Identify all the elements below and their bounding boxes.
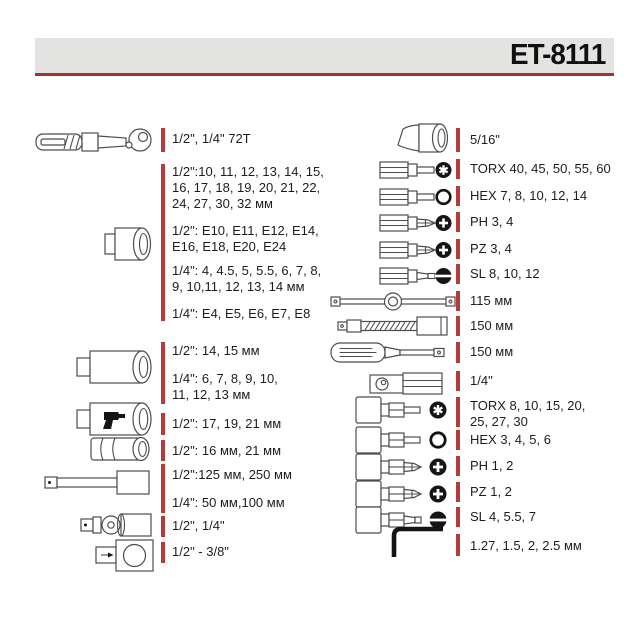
red-tick (456, 482, 460, 502)
spec-label: 1/2":125 мм, 250 мм (172, 467, 292, 482)
socket-image (104, 225, 154, 263)
red-tick (456, 534, 460, 556)
torx-icon (435, 162, 452, 178)
red-tick (161, 164, 165, 321)
spec-label: 1/2": 14, 15 мм (172, 343, 260, 358)
spec-label: PZ 3, 4 (470, 241, 512, 256)
slotted-bit-image (378, 263, 454, 289)
hex-bit-socket-image (354, 425, 450, 455)
hex-icon (435, 188, 452, 206)
pozidriv-icon (435, 242, 452, 258)
phillips-icon (429, 458, 447, 476)
red-tick (456, 507, 460, 527)
spec-label: 115 мм (470, 293, 513, 308)
red-tick (456, 371, 460, 391)
drill-icon (103, 412, 125, 429)
spec-label: SL 8, 10, 12 (470, 266, 540, 281)
socket-adapter-image (94, 537, 156, 574)
spec-label: TORX 40, 45, 50, 55, 60 (470, 161, 611, 176)
hex-key-image (387, 523, 447, 559)
spec-label: 1/4": 4, 4.5, 5, 5.5, 6, 7, 8, 9, 10,11,… (172, 263, 322, 294)
red-tick (456, 264, 460, 284)
spec-label: 1/4": 6, 7, 8, 9, 10, 11, 12, 13 мм (172, 371, 278, 402)
pozidriv-bit-socket-image (354, 479, 450, 509)
red-tick (456, 430, 460, 450)
red-tick (161, 542, 165, 563)
pozidriv-bit-image (378, 237, 454, 263)
slotted-icon (435, 268, 452, 284)
spec-label: 1/2":10, 11, 12, 13, 14, 15, 16, 17, 18,… (172, 164, 324, 211)
spec-label: 1/2": 16 мм, 21 мм (172, 443, 282, 458)
red-tick (456, 291, 460, 311)
red-tick (161, 342, 165, 404)
hex-icon (429, 431, 447, 449)
spec-label: HEX 7, 8, 10, 12, 14 (470, 188, 588, 203)
red-tick (161, 128, 165, 152)
slotted-icon (429, 511, 447, 529)
spec-label: SL 4, 5.5, 7 (470, 509, 537, 524)
hex-socket-image (90, 433, 156, 465)
red-tick (456, 397, 460, 427)
spec-label: TORX 8, 10, 15, 20, 25, 27, 30 (470, 398, 586, 429)
red-tick (456, 159, 460, 179)
red-tick (456, 342, 460, 363)
red-tick (456, 186, 460, 206)
spec-label: 150 мм (470, 344, 514, 359)
red-tick (161, 440, 165, 461)
red-tick (456, 212, 460, 232)
spec-label: PZ 1, 2 (470, 484, 512, 499)
red-tick (456, 239, 460, 259)
phillips-bit-socket-image (354, 452, 450, 482)
spec-label: PH 3, 4 (470, 214, 514, 229)
spec-label: 1/4": E4, E5, E6, E7, E8 (172, 306, 311, 321)
spec-label: 5/16" (470, 132, 500, 147)
torx-bit-socket-image (354, 395, 450, 425)
spec-label: 1/4": 50 мм,100 мм (172, 495, 285, 510)
phillips-icon (435, 215, 452, 231)
sliding-t-bar-image (330, 290, 456, 314)
spark-plug-socket-image (395, 121, 453, 155)
deep-socket-image (76, 347, 156, 387)
red-tick (456, 316, 460, 336)
spec-label: PH 1, 2 (470, 458, 514, 473)
spec-label: 1/2": E10, E11, E12, E14, E16, E18, E20,… (172, 223, 319, 254)
spec-label: 1/2": 17, 19, 21 мм (172, 416, 282, 431)
screwdriver-handle-image (330, 339, 452, 367)
torx-icon (429, 401, 447, 419)
spec-label: 1/2" - 3/8" (172, 544, 229, 559)
flexible-extension-image (337, 313, 457, 340)
red-tick (161, 413, 165, 435)
spec-label: 150 мм (470, 318, 514, 333)
hex-bit-image (378, 184, 454, 210)
header-banner: ET-8111 (35, 38, 614, 76)
red-tick (161, 516, 165, 537)
slotted-bit-socket-image (354, 505, 450, 535)
spec-label: HEX 3, 4, 5, 6 (470, 432, 551, 447)
red-tick (456, 456, 460, 476)
spark-plug-socket-image (76, 399, 156, 439)
universal-joint-image (80, 506, 154, 544)
spec-label: 1.27, 1.5, 2, 2.5 мм (470, 538, 582, 553)
bit-adapter-image (368, 371, 444, 396)
extension-bar-image (44, 463, 156, 501)
spec-label: 1/2", 1/4" 72T (172, 131, 251, 146)
pozidriv-icon (429, 485, 447, 503)
spec-label: 1/4" (470, 373, 493, 388)
torx-bit-image (378, 157, 454, 183)
model-number: ET-8111 (509, 39, 606, 71)
ratchet-image (34, 123, 158, 159)
red-tick (456, 128, 460, 152)
phillips-bit-image (378, 210, 454, 236)
spec-label: 1/2", 1/4" (172, 518, 225, 533)
red-tick (161, 464, 165, 513)
